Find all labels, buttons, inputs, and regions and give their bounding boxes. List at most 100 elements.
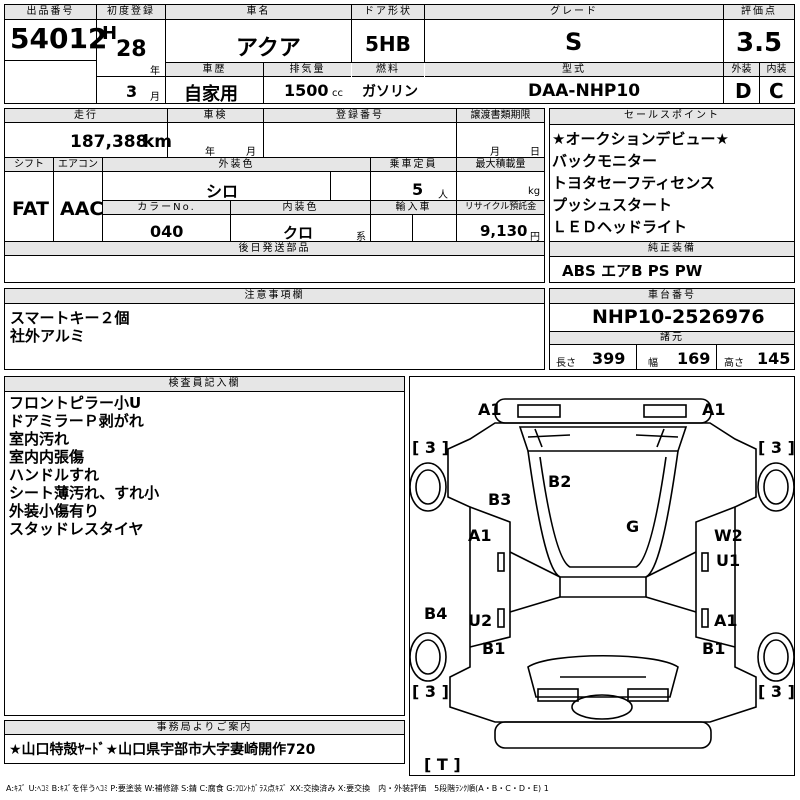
damage-diagram-block — [409, 376, 795, 776]
exterior-label: 外装 — [724, 63, 759, 77]
height: 145 — [757, 349, 791, 368]
inspector-list: フロントピラー小U ドアミラーＰ剥がれ 室内汚れ 室内内張傷 ハンドルすれ シー… — [9, 394, 159, 538]
aircon-label: エアコン — [54, 158, 102, 172]
length-label: 長さ — [556, 358, 576, 369]
inspector-line: スタッドレスタイヤ — [9, 520, 144, 538]
month-unit: 月 — [150, 92, 160, 103]
door-type-label: ドア形状 — [352, 5, 424, 20]
shift: FAT — [12, 198, 49, 220]
displacement: 1500 — [284, 81, 329, 100]
bracket-code: [ 3 ] — [412, 438, 449, 457]
interior-color-label: 内装色 — [231, 201, 370, 215]
bracket-code: [ T ] — [424, 755, 461, 774]
door-type: 5HB — [365, 32, 411, 56]
damage-code: B1 — [482, 639, 505, 658]
damage-code: B3 — [488, 490, 511, 509]
chassis-number: NHP10-2526976 — [592, 306, 765, 328]
inspection-label: 車検 — [168, 109, 263, 123]
history-label: 車歴 — [166, 63, 263, 77]
capacity: 5 — [412, 180, 424, 199]
aircon: AAC — [60, 198, 104, 220]
sales-points-block — [549, 108, 795, 283]
registration-month: 3 — [126, 82, 138, 101]
header-block — [4, 4, 795, 104]
bracket-code: [ 3 ] — [758, 438, 794, 457]
fuel-label: 燃料 — [352, 63, 424, 77]
interior-color: クロ — [283, 224, 314, 242]
inspector-block — [4, 376, 405, 716]
lot-label: 出品番号 — [5, 5, 96, 20]
mileage-label: 走行 — [5, 109, 167, 123]
inspector-line: 室内汚れ — [9, 430, 70, 448]
sales-points-label: セールスポイント — [550, 109, 794, 125]
car-name: アクア — [236, 36, 301, 61]
chassis-block — [549, 288, 795, 370]
sales-point: トヨタセーフティセンス — [552, 174, 715, 192]
max-load-unit: kg — [528, 186, 541, 197]
grade: S — [565, 28, 583, 56]
color-number: 040 — [150, 222, 184, 241]
exterior-color: シロ — [206, 182, 239, 201]
later-parts-label: 後日発送部品 — [5, 242, 544, 256]
width: 169 — [677, 349, 711, 368]
sales-point: ＬＥＤヘッドライト — [552, 218, 688, 236]
notes-label: 注意事項欄 — [5, 289, 544, 304]
exterior-color-label: 外装色 — [103, 158, 370, 172]
office-label: 事務局よりご案内 — [5, 721, 404, 735]
model: DAA-NHP10 — [528, 81, 641, 101]
grade-label: グレード — [425, 5, 723, 20]
chassis-number-label: 車台番号 — [550, 289, 794, 304]
specs-dims-label: 諸元 — [550, 332, 794, 345]
inspector-line: フロントピラー小U — [9, 394, 142, 412]
capacity-unit: 人 — [438, 190, 448, 201]
max-load-label: 最大積載量 — [457, 158, 544, 172]
interior-color-unit: 系 — [356, 232, 366, 243]
damage-code: A1 — [702, 400, 726, 419]
note-line: 社外アルミ — [10, 327, 85, 345]
score-label: 評価点 — [724, 5, 794, 20]
damage-code: W2 — [714, 526, 743, 545]
interior-grade: C — [769, 79, 784, 103]
office-info: ★山口特殻ﾔｰﾄﾞ★山口県宇部市大字妻崎開作720 — [9, 742, 316, 758]
registration-year: 28 — [116, 37, 147, 62]
exterior-grade: D — [735, 79, 752, 103]
office-block — [4, 720, 405, 764]
sales-points-list: ★オークションデビュー★ バックモニター トヨタセーフティセンス プッシュスター… — [552, 130, 729, 240]
year-unit: 年 — [150, 66, 160, 77]
specs-block — [4, 108, 545, 283]
inspection-year-unit: 年 — [205, 147, 215, 158]
bracket-code: [ 3 ] — [758, 682, 794, 701]
notes-list: スマートキー２個 社外アルミ — [10, 309, 130, 345]
genuine-equipment-label: 純正装備 — [550, 242, 794, 257]
inspector-label: 検査員記入欄 — [5, 377, 404, 392]
width-label: 幅 — [648, 358, 658, 369]
notes-block — [4, 288, 545, 370]
bracket-code: [ 3 ] — [412, 682, 449, 701]
fuel: ガソリン — [362, 84, 418, 100]
mileage-unit: km — [143, 132, 173, 152]
car-damage-diagram: A1 A1 [ 3 ] [ 3 ] B2 B3 G A1 W2 U1 B4 U2… — [410, 398, 794, 774]
model-label: 型式 — [425, 63, 723, 77]
era: H — [102, 23, 118, 44]
first-registration-label: 初度登録 — [97, 5, 165, 20]
recycle-fee: 9,130 — [480, 222, 528, 240]
inspector-line: シート薄汚れ、すれ小 — [9, 484, 160, 502]
transfer-month-unit: 月 — [490, 147, 500, 158]
inspection-month-unit: 月 — [246, 147, 256, 158]
score: 3.5 — [736, 28, 783, 58]
damage-code: A1 — [468, 526, 492, 545]
damage-code: B2 — [548, 472, 571, 491]
interior-label: 内装 — [759, 63, 794, 77]
inspector-line: 室内内張傷 — [9, 448, 85, 466]
height-label: 高さ — [724, 358, 744, 369]
length: 399 — [592, 349, 626, 368]
displacement-unit: cc — [332, 88, 343, 99]
sales-point: バックモニター — [552, 152, 658, 170]
sales-point: プッシュスタート — [552, 196, 673, 214]
damage-code: A1 — [478, 400, 502, 419]
damage-code: B4 — [424, 604, 447, 623]
inspector-line: ハンドルすれ — [9, 466, 100, 484]
note-line: スマートキー２個 — [10, 309, 130, 327]
recycle-fee-label: リサイクル預託金 — [457, 201, 544, 215]
damage-code: U2 — [468, 611, 492, 630]
